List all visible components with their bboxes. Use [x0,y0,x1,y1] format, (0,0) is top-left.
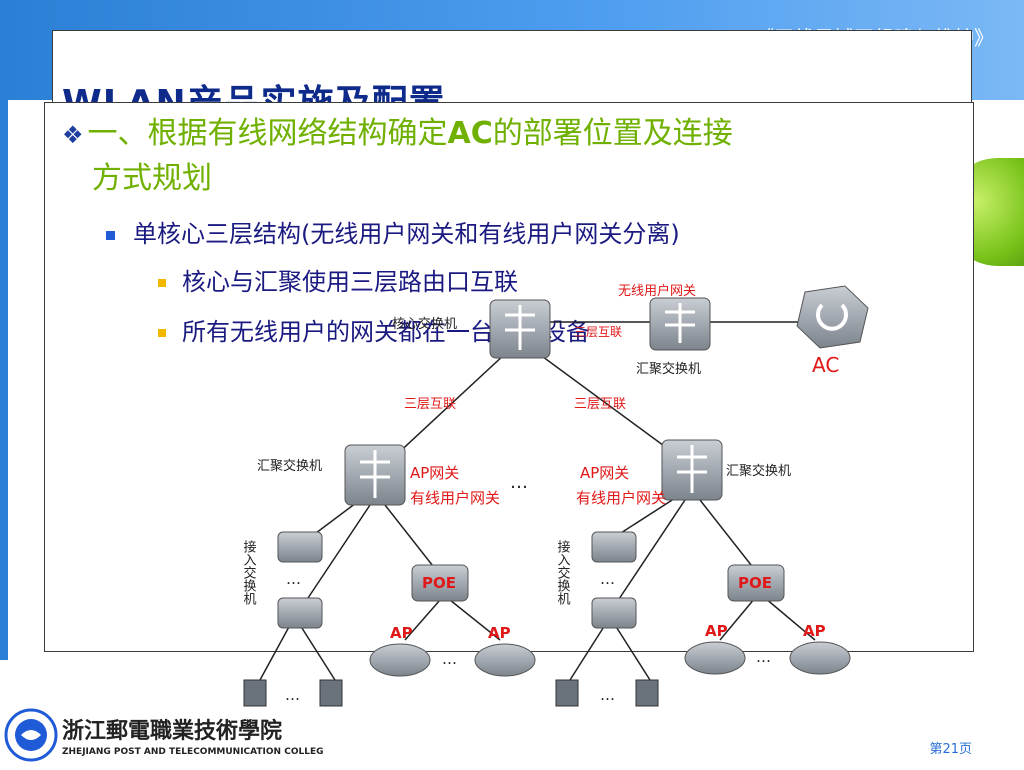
page-title: WLAN产品实施及配置 [62,83,446,104]
sub-bullet-1: 单核心三层结构(无线用户网关和有线用户网关分离) [106,214,680,249]
pc-icons [243,679,659,707]
access-switch-right-icon [591,531,637,629]
ap-label-l1: AP [390,624,413,642]
heading-part1: 一、根据有线网络结构确定 [87,116,448,151]
diamond-bullet-icon: ❖ [62,121,84,149]
ellipsis-pc-right: … [600,686,615,704]
agg-switch-left-icon [344,444,406,506]
agg-left-label: 汇聚交换机 [257,458,322,474]
left-strip [0,100,8,660]
heading-part2: 的部署位置及连接 [492,116,733,151]
poe-left-label: POE [422,574,456,592]
ap-label-l2: AP [488,624,511,642]
poe-right-label: POE [738,574,772,592]
access-left-label: 接入交换机 [241,539,257,606]
ap-label-r2: AP [803,622,826,640]
link-lines [259,321,816,681]
college-name: ZHEJIANG POST AND TELECOMMUNICATION COLL… [62,747,324,757]
ellipsis-ap-right: … [756,648,771,666]
sub-bullet-2: 核心与汇聚使用三层路由口互联 [158,262,518,297]
heading-ac: AC [447,116,493,151]
content-card [44,102,974,652]
heading-bullet: ❖一、根据有线网络结构确定AC的部署位置及连接 方式规划 [62,112,952,201]
agg-switch-top-label: 汇聚交换机 [636,361,701,377]
heading-line2: 方式规划 [92,161,212,196]
ap-gateway-left-1: AP网关 [410,464,459,482]
core-switch-label: 核心交换机 [392,316,457,332]
layer3-right-label: 三层互联 [574,397,626,412]
wireless-gateway-label: 无线用户网关 [618,283,696,299]
page-number: 第21页 [929,742,972,757]
ellipsis-ap-left: … [442,650,457,668]
ap-gateway-right-1: AP网关 [580,464,629,482]
ellipsis-mid: … [510,472,528,493]
ellipsis-access-left: … [286,570,301,588]
ac-label: AC [812,353,839,377]
square-bullet-icon [158,279,166,287]
agg-switch-right-icon [661,439,723,501]
ap-gateway-left-2: 有线用户网关 [410,489,500,507]
poe-left-icon [411,564,469,602]
svg-text:浙江郵電職業技術學院: 浙江郵電職業技術學院 [62,718,282,744]
ac-device-icon [796,285,869,349]
college-seal-icon: 浙江郵電職業技術學院 ZHEJIANG POST AND TELECOMMUNI… [4,708,330,762]
agg-right-label: 汇聚交换机 [726,463,791,479]
ellipsis-pc-left: … [285,686,300,704]
ap-gateway-right-2: 有线用户网关 [576,489,666,507]
ap-icons-left [369,643,536,677]
ap-label-r1: AP [705,622,728,640]
access-switch-left-icon [277,531,323,629]
access-right-label: 接入交换机 [555,539,571,606]
college-logo: 浙江郵電職業技術學院 ZHEJIANG POST AND TELECOMMUNI… [4,708,330,766]
ellipsis-access-right: … [600,570,615,588]
sub1-text: 单核心三层结构(无线用户网关和有线用户网关分离) [133,220,680,248]
sub2-text: 核心与汇聚使用三层路由口互联 [182,268,518,296]
square-bullet-icon [106,230,115,240]
ap-icons-right [684,641,851,675]
square-bullet-icon [158,329,166,337]
layer3-left-label: 三层互联 [404,397,456,412]
layer3-link-top-label: 三层互联 [574,325,622,339]
core-switch-icon [489,299,551,359]
poe-right-icon [727,564,785,602]
agg-switch-top-icon [649,297,711,351]
